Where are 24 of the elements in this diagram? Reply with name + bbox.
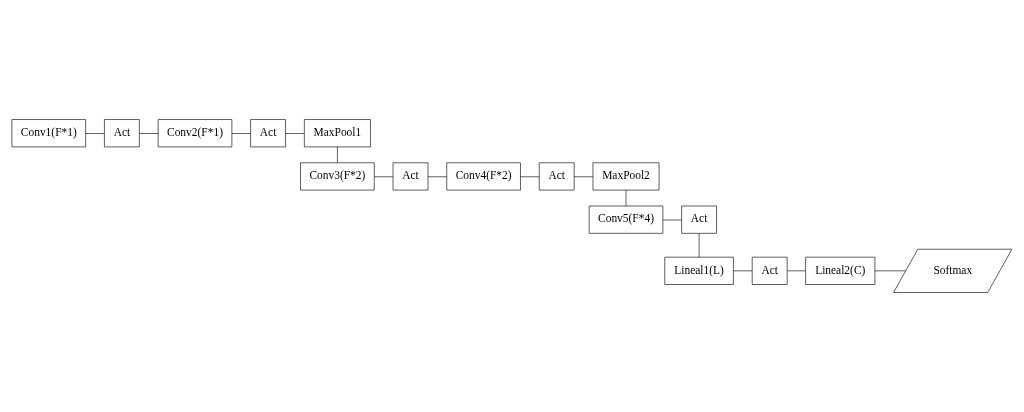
node-box: MaxPool1 xyxy=(304,119,371,148)
connector xyxy=(85,133,105,134)
node-box: Lineal1(L) xyxy=(664,256,734,285)
node-box: Conv3(F*2) xyxy=(300,162,375,191)
node-box: Conv1(F*1) xyxy=(11,119,86,148)
node-box: Act xyxy=(250,119,286,148)
node-box: Act xyxy=(751,256,788,285)
node-box: Conv2(F*1) xyxy=(157,119,233,148)
node-box: MaxPool2 xyxy=(592,162,660,191)
connector xyxy=(787,270,806,272)
connector xyxy=(231,133,251,134)
node-box: Act xyxy=(104,119,140,148)
connector xyxy=(520,176,540,178)
node-box: Conv5(F*4) xyxy=(588,205,664,234)
node-box: Conv4(F*2) xyxy=(446,162,521,191)
connector xyxy=(733,270,753,272)
connector xyxy=(337,146,338,163)
connector xyxy=(139,133,159,134)
node-box: Act xyxy=(392,162,429,191)
connector xyxy=(427,176,447,178)
node-box: Act xyxy=(681,205,717,234)
node-box: Lineal2(C) xyxy=(805,256,876,285)
connector xyxy=(285,133,305,134)
node-box: Act xyxy=(538,162,575,191)
